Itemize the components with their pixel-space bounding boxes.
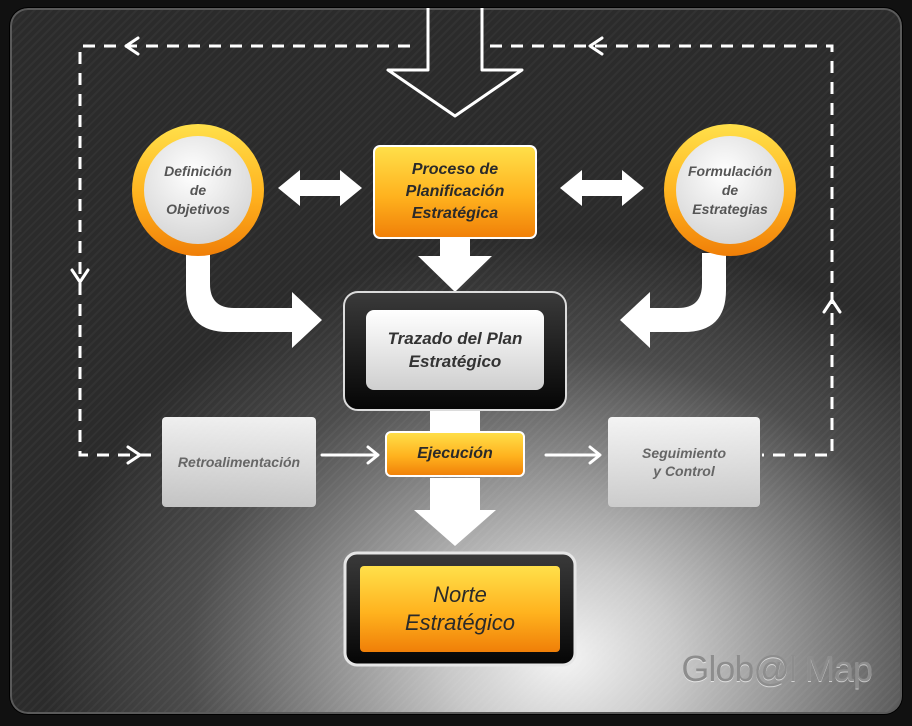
arrow-proceso-trazado xyxy=(418,236,492,292)
node-norte xyxy=(343,551,577,667)
feedback-loop-lines xyxy=(78,44,834,457)
label-seguimiento: Seguimiento y Control xyxy=(641,445,726,479)
label-retro: Retroalimentación xyxy=(177,454,301,470)
node-proceso xyxy=(373,145,537,239)
node-estrategias xyxy=(664,124,796,256)
double-arrow-left xyxy=(278,170,362,206)
horizontal-flow-arrows xyxy=(320,445,602,465)
node-objetivos xyxy=(132,124,264,256)
label-estrategias: Formulación de Estrategias xyxy=(687,162,772,217)
arrow-estrategias-trazado xyxy=(620,253,726,348)
feedback-arrowheads xyxy=(70,36,842,465)
node-ejecucion xyxy=(385,431,525,477)
label-ejecucion: Ejecución xyxy=(417,445,493,462)
node-seguimiento xyxy=(608,417,760,507)
node-retro xyxy=(162,417,316,507)
diagram-canvas xyxy=(70,8,842,667)
arrow-ejecucion-norte xyxy=(414,478,496,546)
double-arrow-right xyxy=(560,170,644,206)
label-proceso: Proceso de Planificación Estratégica xyxy=(405,161,505,222)
node-trazado xyxy=(343,291,567,411)
arrow-objetivos-trazado xyxy=(186,253,322,348)
label-trazado: Trazado del Plan Estratégico xyxy=(387,329,523,371)
top-entry-arrow xyxy=(386,8,524,118)
brand-logo: Glob@l Map xyxy=(681,648,873,689)
label-norte: Norte Estratégico xyxy=(404,582,516,635)
diagram-panel: Definición de Objetivos Formulación de E… xyxy=(10,8,902,714)
label-objetivos: Definición de Objetivos xyxy=(164,162,232,217)
